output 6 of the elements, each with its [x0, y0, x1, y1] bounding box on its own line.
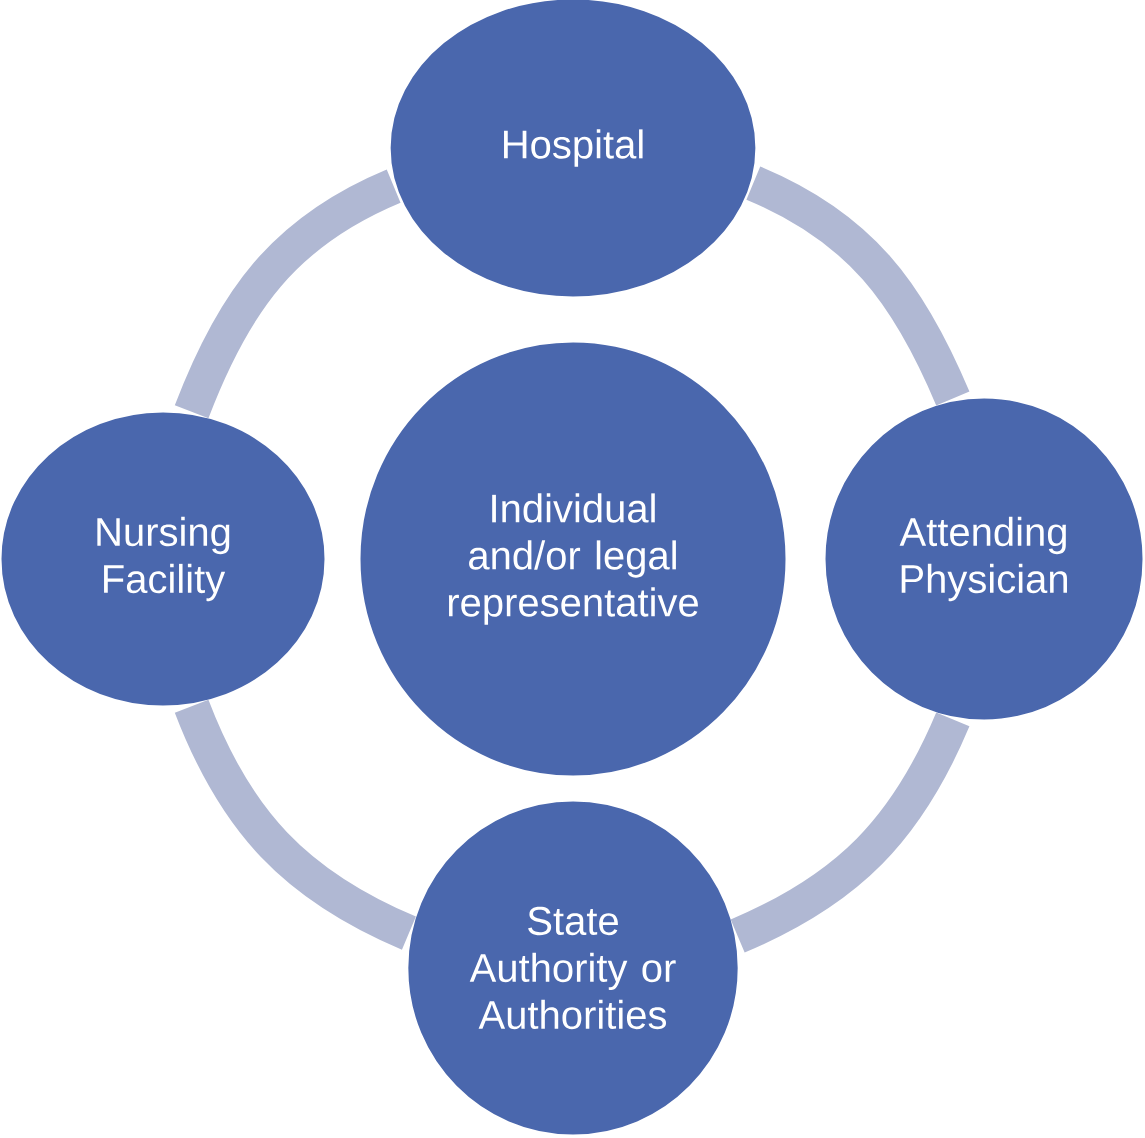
- ring-arc: [730, 712, 970, 953]
- ring-arc: [745, 166, 970, 406]
- ring-arc: [174, 699, 417, 950]
- circle-node: Attending Physician: [822, 395, 1145, 723]
- circle-node: State Authority or Authorities: [405, 798, 741, 1138]
- ring-arc: [174, 169, 402, 419]
